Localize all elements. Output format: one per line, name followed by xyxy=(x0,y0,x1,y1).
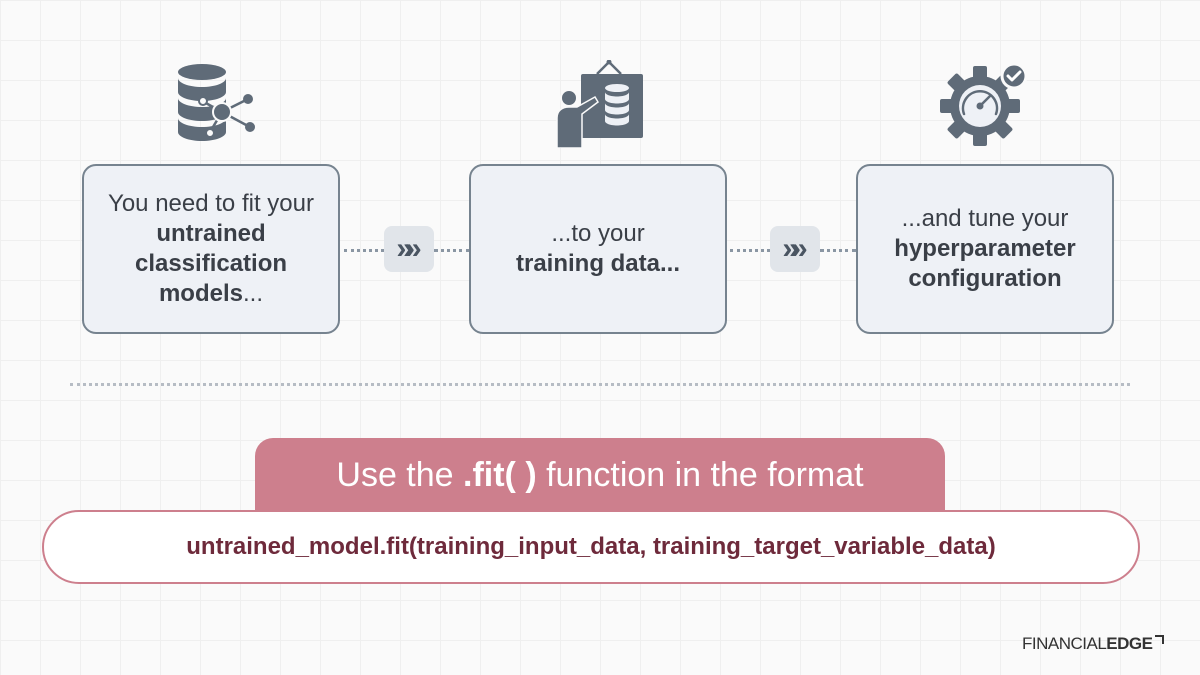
step-box-tune-hyperparameters: ...and tune your hyperparameter configur… xyxy=(856,164,1114,334)
connector-line-1b xyxy=(434,249,470,252)
step-text: ...and tune your hyperparameter configur… xyxy=(894,205,1076,292)
presenter-database-icon xyxy=(556,60,643,148)
connector-line-1a xyxy=(344,249,384,252)
connector-line-2b xyxy=(820,249,856,252)
database-network-icon xyxy=(178,64,255,141)
gear-gauge-check-icon xyxy=(940,62,1028,146)
double-chevron-icon: »» xyxy=(782,232,808,265)
step-box-fit-models: You need to fit your untrained classific… xyxy=(82,164,340,334)
dotted-separator xyxy=(70,383,1130,386)
code-text: untrained_model.fit(training_input_data,… xyxy=(186,533,996,560)
brand-corner-icon xyxy=(1155,635,1165,644)
step-text: You need to fit your untrained classific… xyxy=(108,190,314,307)
double-chevron-icon: »» xyxy=(396,232,422,265)
chevron-connector-1: »» xyxy=(384,226,434,272)
chevron-connector-2: »» xyxy=(770,226,820,272)
format-header: Use the .fit( ) function in the format xyxy=(255,438,945,512)
step-text: ...to your training data... xyxy=(515,220,681,277)
connector-line-2a xyxy=(730,249,770,252)
step-box-training-data: ...to your training data... xyxy=(469,164,727,334)
code-example: untrained_model.fit(training_input_data,… xyxy=(42,510,1140,584)
